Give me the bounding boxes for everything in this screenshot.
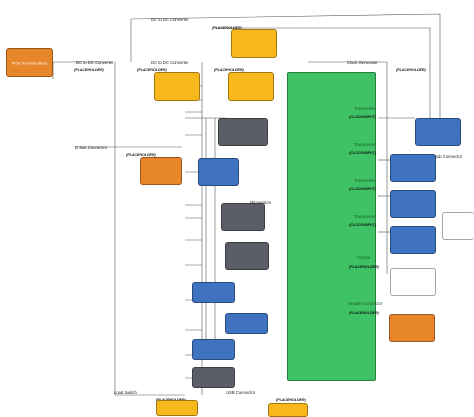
blue-block-3 bbox=[225, 313, 268, 334]
label-load-switch: Load Switch bbox=[114, 390, 137, 395]
white-block-right-2 bbox=[442, 212, 474, 240]
orange-block-mid bbox=[140, 157, 182, 185]
blue-block-1 bbox=[198, 158, 239, 186]
label-dsub: D Sub Connector bbox=[75, 145, 108, 150]
label-dc-top: DC to DC Converter bbox=[151, 17, 189, 22]
main-item-3-tag: (CLOCK/INPUT) bbox=[349, 187, 376, 191]
white-block-right-1 bbox=[390, 268, 436, 296]
pcb-terminal-block: PCB Terminal Block bbox=[6, 48, 53, 77]
tag-4: (PLACEHOLDER) bbox=[214, 68, 244, 72]
main-item-6-label: Header Connector bbox=[348, 301, 383, 306]
main-item-2-tag: (CLOCK/INPUT) bbox=[349, 151, 376, 155]
main-item-1-label: Transceiver bbox=[354, 106, 376, 111]
blue-block-2 bbox=[192, 282, 235, 303]
gray-block-1 bbox=[218, 118, 268, 146]
main-item-5-label: Crystal bbox=[357, 255, 371, 260]
yellow-block-bottom-right bbox=[268, 403, 308, 417]
yellow-block-left bbox=[154, 72, 200, 101]
blue-block-right-2 bbox=[390, 154, 436, 182]
tag-9: (PLACEHOLDER) bbox=[276, 398, 306, 402]
main-item-3-label: Transceiver bbox=[354, 178, 376, 183]
main-item-5-tag: (PLACEHOLDER) bbox=[349, 265, 379, 269]
label-dc-mid: DC to DC Converter bbox=[151, 60, 189, 65]
main-item-4-label: Transceiver bbox=[354, 214, 376, 219]
main-item-4-tag: (CLOCK/INPUT) bbox=[349, 223, 376, 227]
yellow-block-bottom-left bbox=[156, 400, 198, 416]
blue-block-4 bbox=[192, 339, 235, 360]
pcb-terminal-block-label: PCB Terminal Block bbox=[11, 60, 48, 65]
blue-block-right-1 bbox=[415, 118, 461, 146]
main-item-1-tag: (CLOCK/INPUT) bbox=[349, 115, 376, 119]
tag-6: (PLACEHOLDER) bbox=[126, 153, 156, 157]
label-clock-generator: Clock Generator bbox=[347, 60, 378, 65]
label-dc-left: DC to DC Converter bbox=[76, 60, 114, 65]
gray-block-4 bbox=[192, 367, 235, 388]
tag-5: (PLACEHOLDER) bbox=[396, 68, 426, 72]
tag-2: (PLACEHOLDER) bbox=[74, 68, 104, 72]
tag-3: (PLACEHOLDER) bbox=[137, 68, 167, 72]
orange-block-right bbox=[389, 314, 435, 342]
main-green-block bbox=[287, 72, 376, 381]
yellow-block-top bbox=[231, 29, 277, 58]
gray-block-3 bbox=[225, 242, 269, 270]
yellow-block-mid bbox=[228, 72, 274, 101]
label-usb-connector: USB Connector bbox=[226, 390, 256, 395]
label-dsub-right: D Sub Connector bbox=[430, 154, 463, 159]
main-item-2-label: Transceiver bbox=[354, 142, 376, 147]
label-microvision: Microvision bbox=[250, 200, 271, 205]
tag-1: (PLACEHOLDER) bbox=[212, 26, 242, 30]
main-item-6-tag: (PLACEHOLDER) bbox=[349, 311, 379, 315]
blue-block-right-3 bbox=[390, 190, 436, 218]
gray-block-2 bbox=[221, 203, 265, 231]
blue-block-right-4 bbox=[390, 226, 436, 254]
